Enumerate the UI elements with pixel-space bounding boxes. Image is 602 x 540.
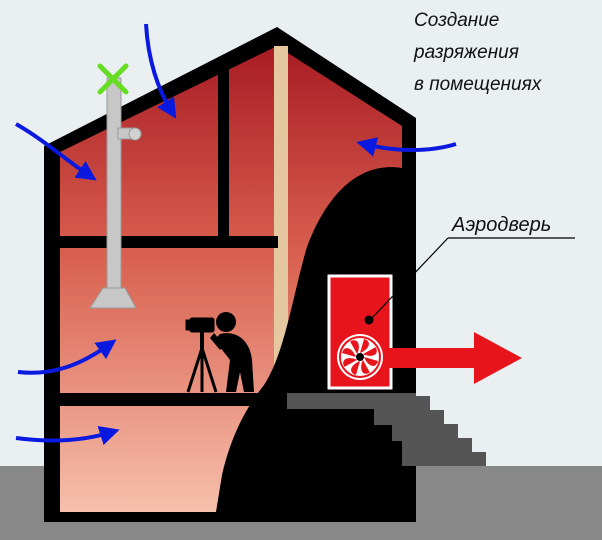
- wooden-beam: [274, 46, 288, 398]
- airflow-arrow-icon: [15, 122, 97, 181]
- aerodoor-handle: [364, 315, 374, 325]
- attic-wall: [218, 62, 229, 242]
- depressurization-label-line-3: в помещениях: [414, 74, 543, 95]
- fan-blade: [360, 339, 369, 353]
- fan-blade: [342, 348, 356, 357]
- floor-upper: [58, 236, 278, 248]
- fan-blade: [343, 358, 358, 367]
- fan-icon: [337, 334, 383, 380]
- depressurization-label-line-2: разряжения: [413, 42, 519, 63]
- airflow-arrow-icon: [17, 339, 117, 375]
- stairs: [287, 393, 486, 466]
- fan-blade: [361, 359, 370, 374]
- fan-blade: [351, 361, 360, 375]
- tripod-camera-icon: [185, 317, 218, 393]
- airflow-arrow-icon: [15, 426, 120, 446]
- aerodoor-label: Аэродверь: [451, 214, 551, 236]
- depressurization-label-line-1: Создание: [414, 10, 499, 31]
- cutaway-section: [216, 167, 402, 513]
- floor-lower: [58, 393, 288, 406]
- fan-blade: [350, 340, 359, 355]
- photographer-icon: [210, 312, 254, 392]
- fan-blade: [362, 347, 377, 356]
- aerodoor-leader-line: [371, 237, 449, 319]
- fan-blade: [364, 357, 378, 366]
- aerodoor: [327, 274, 393, 390]
- airflow-arrow-icon: [356, 137, 457, 157]
- airflow-arrows: [15, 23, 457, 446]
- vent-cross-icon: [97, 63, 129, 95]
- airflow-arrow-icon: [144, 23, 177, 119]
- exhaust-arrow-icon: [386, 332, 522, 384]
